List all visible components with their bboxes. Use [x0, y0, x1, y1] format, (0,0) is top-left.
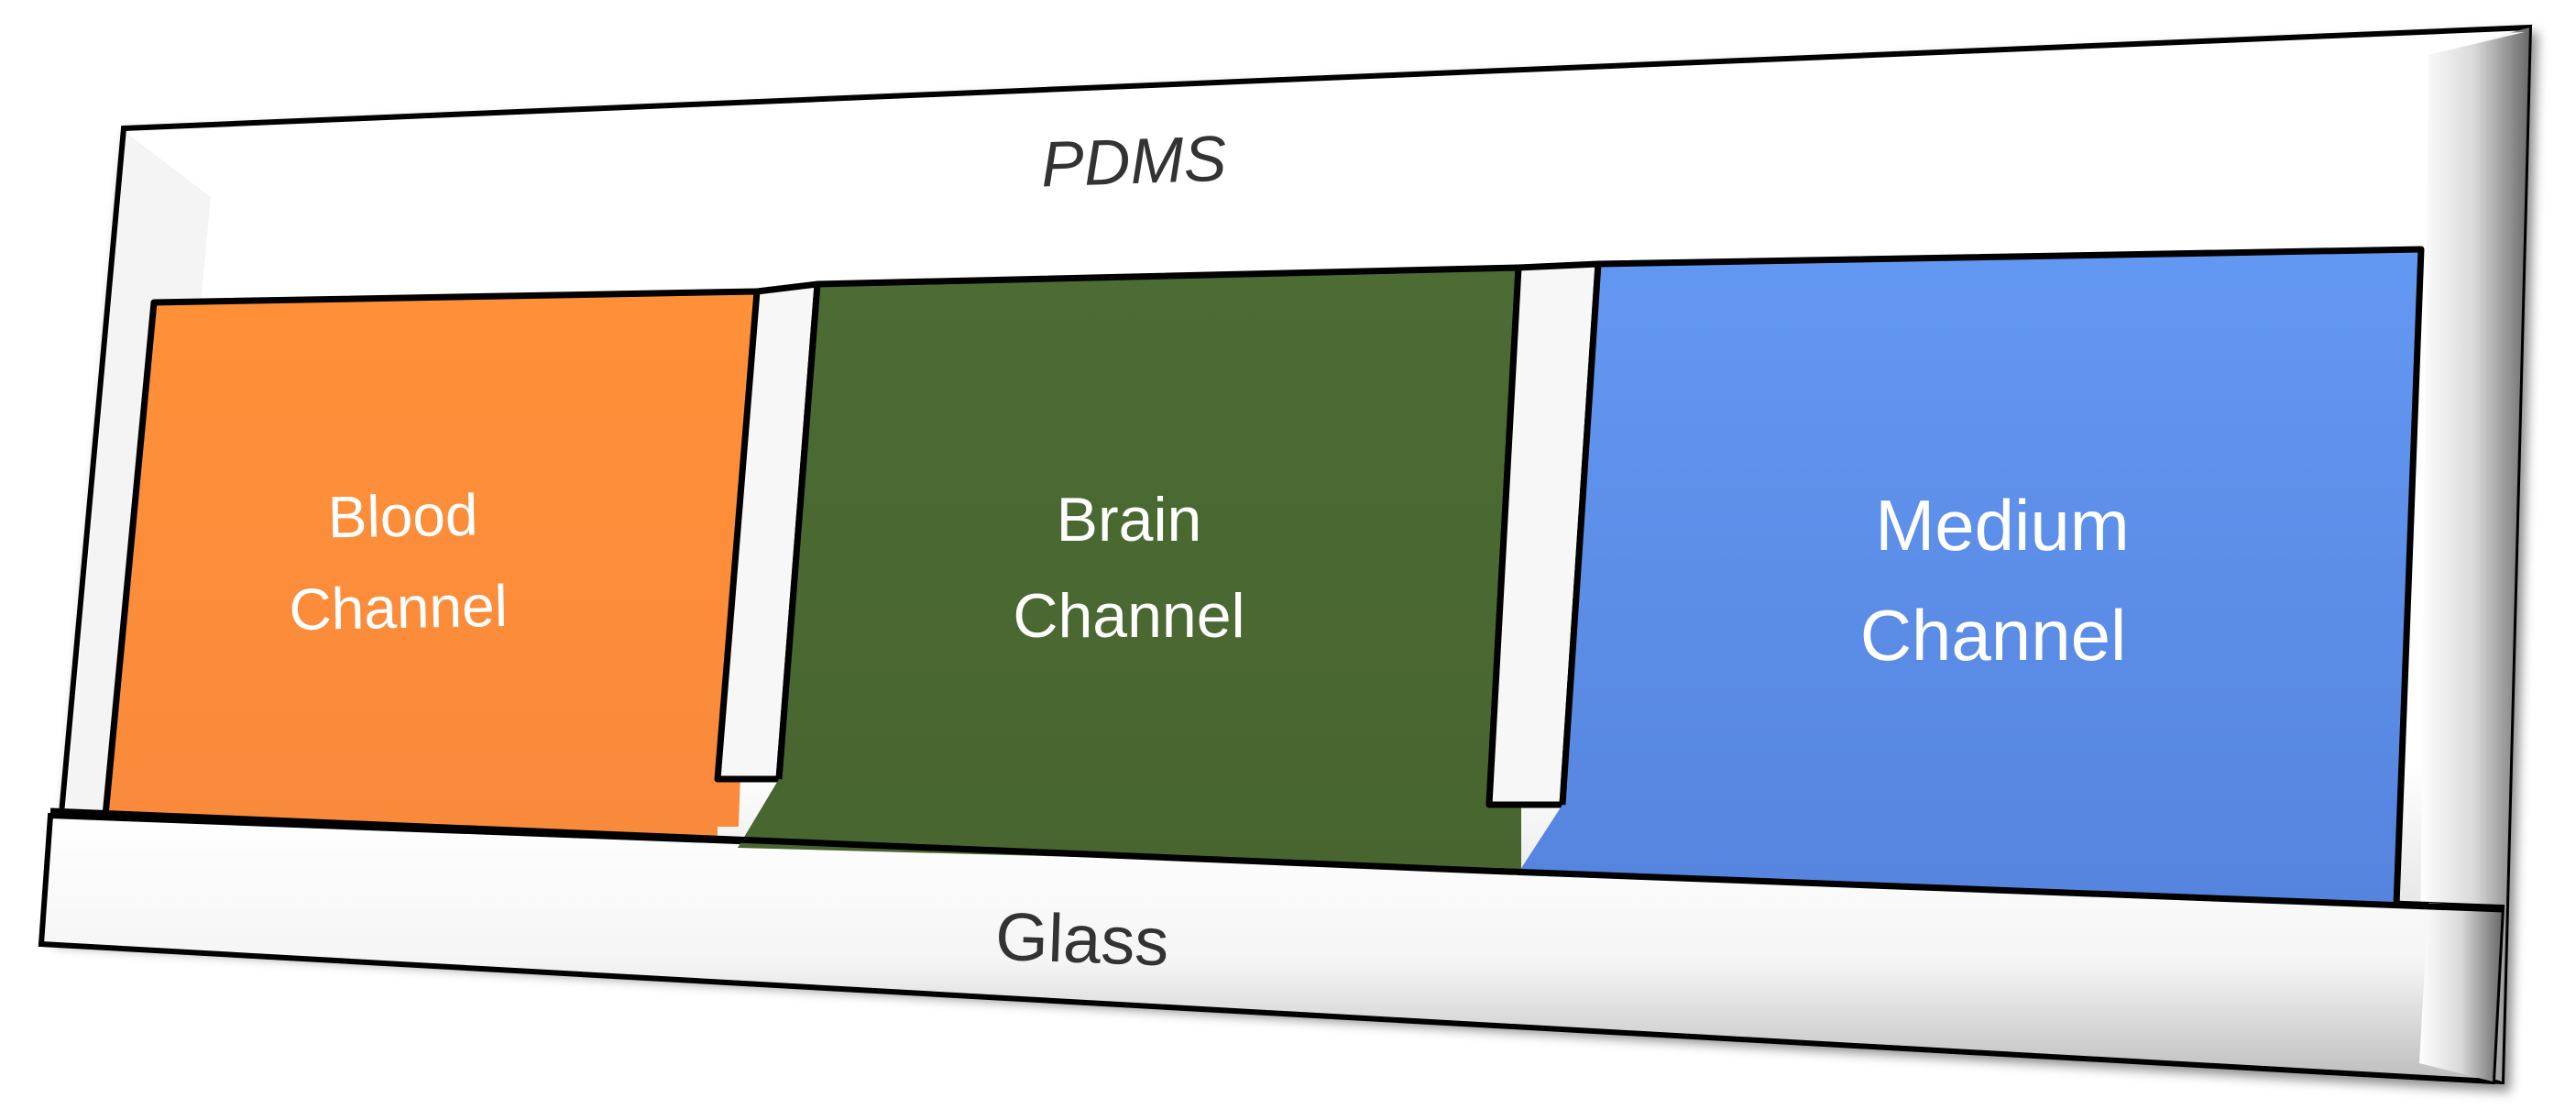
brain-channel-fill: [738, 268, 1521, 869]
blood-channel-label-line1: Blood: [327, 482, 478, 551]
pdms-label: PDMS: [1040, 123, 1228, 201]
blood-channel-fill: [105, 291, 757, 836]
glass-right-edge: [2419, 903, 2502, 1082]
medium-channel-label-line1: Medium: [1875, 485, 2129, 565]
glass-layer: [38, 812, 2505, 1085]
brain-channel-label-line2: Channel: [1013, 581, 1244, 651]
channel-blood: [102, 288, 761, 836]
medium-channel-outline: [1559, 246, 2425, 906]
brain-channel-label-line1: Brain: [1057, 485, 1202, 555]
pdms-right-edge: [2419, 27, 2529, 1082]
blood-channel-label-line2: Channel: [289, 573, 509, 642]
medium-channel-label-line2: Channel: [1860, 595, 2127, 675]
pdms-top-bevel: [128, 32, 2525, 197]
channel-medium: [1517, 246, 2425, 906]
medium-channel-fill: [1517, 249, 2421, 906]
glass-label: Glass: [994, 898, 1170, 981]
glass-interface-line: [49, 807, 2505, 913]
channel-brain: [738, 264, 1522, 869]
